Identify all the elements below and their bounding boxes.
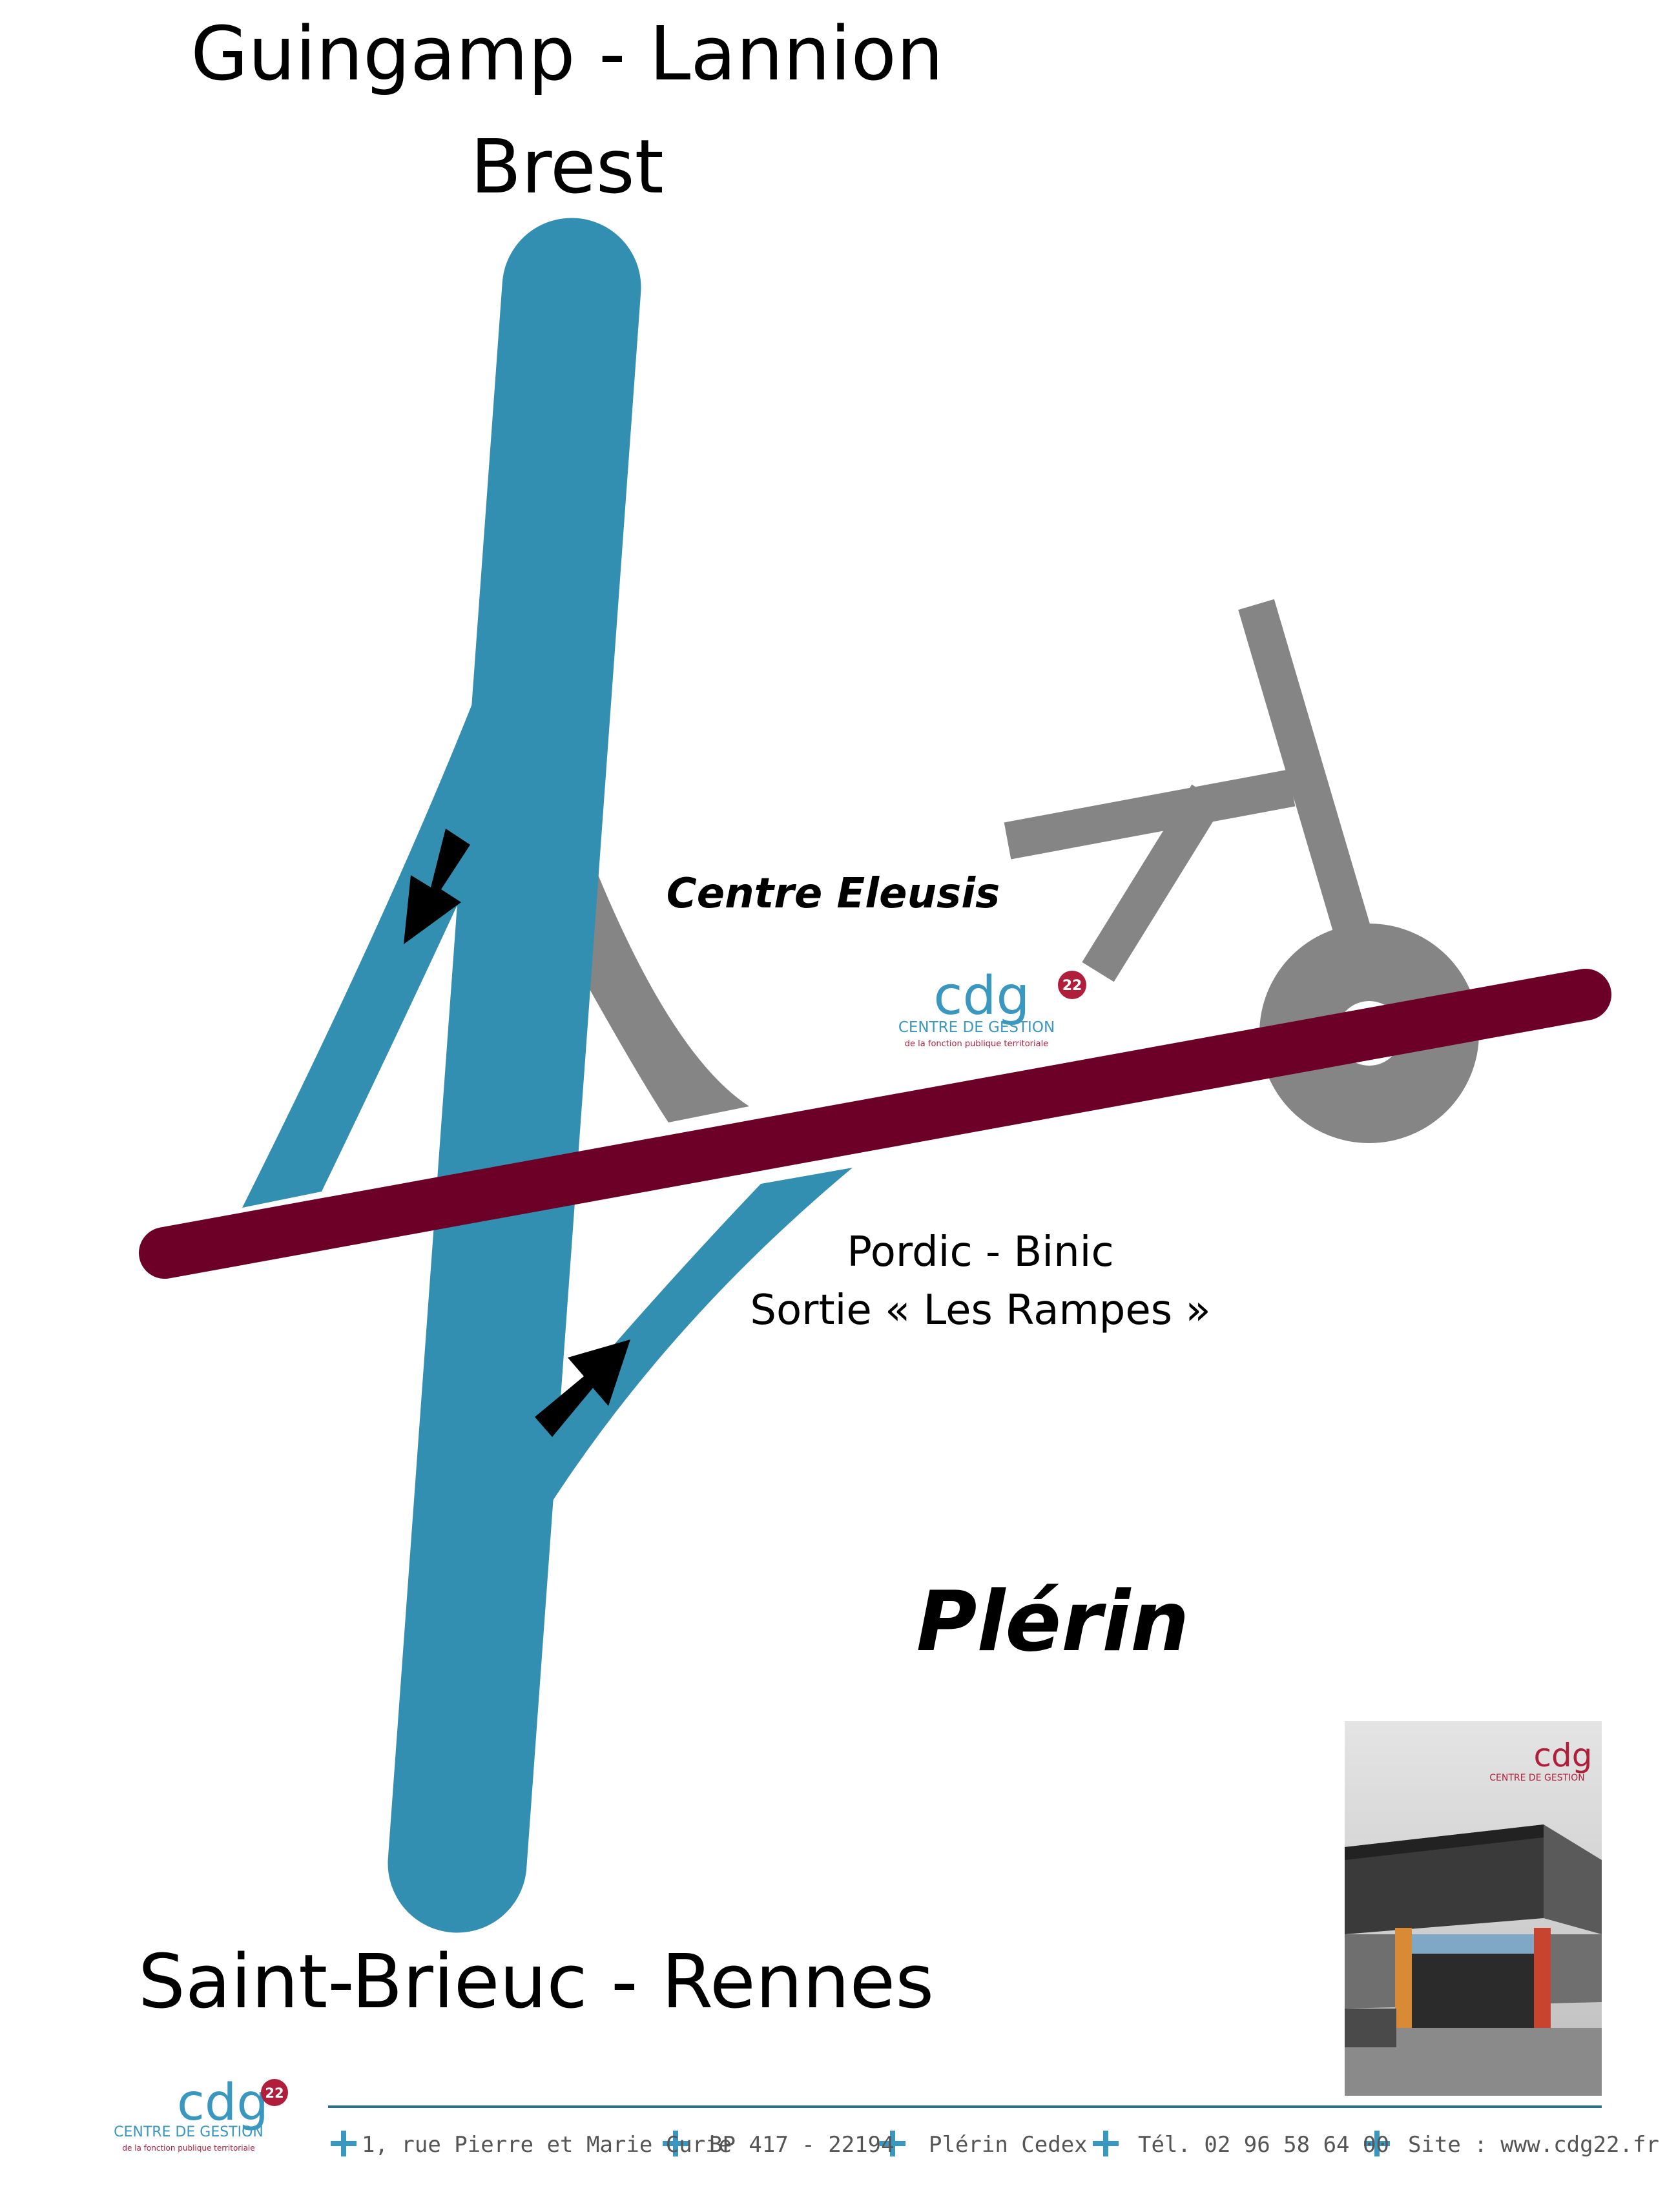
building-photo: cdg CENTRE DE GESTION bbox=[1345, 1721, 1602, 2096]
exit-label-line2: Sortie « Les Rampes » bbox=[750, 1287, 1210, 1334]
road-north-arm bbox=[1238, 599, 1371, 939]
footer-website: Site : www.cdg22.fr bbox=[1408, 2132, 1659, 2158]
bullet-cross-icon bbox=[331, 2131, 1390, 2156]
map-cdg22-logo: cdg 22 CENTRE DE GESTION de la fonction … bbox=[898, 966, 1086, 1049]
footer-logo-badge bbox=[261, 2079, 288, 2106]
centre-label: Centre Eleusis bbox=[667, 870, 1000, 918]
map-logo-number: 22 bbox=[1062, 978, 1082, 994]
road-diagonal bbox=[1082, 784, 1224, 982]
destination-north-line2: Brest bbox=[470, 124, 663, 211]
footer-cdg22-logo: cdg 22 CENTRE DE GESTION de la fonction … bbox=[114, 2074, 288, 2153]
destination-south: Saint-Brieuc - Rennes bbox=[138, 1939, 934, 2025]
footer-logo-line2: de la fonction publique territoriale bbox=[122, 2144, 254, 2153]
footer-logo-line1: CENTRE DE GESTION bbox=[114, 2124, 264, 2140]
main-road-rd786 bbox=[139, 969, 1611, 1279]
footer-address: 1, rue Pierre et Marie Curie bbox=[362, 2132, 732, 2158]
footer-city: Plérin Cedex bbox=[929, 2132, 1088, 2158]
map-logo-line2: de la fonction publique territoriale bbox=[905, 1039, 1048, 1049]
destination-north-line1: Guingamp - Lannion bbox=[191, 11, 943, 98]
footer-logo-letters: cdg bbox=[177, 2074, 269, 2132]
footer-phone: Tél. 02 96 58 64 00 bbox=[1138, 2132, 1389, 2158]
map-logo-badge bbox=[1058, 971, 1086, 999]
highway-slip-north bbox=[242, 698, 504, 1208]
photo-logo-line1: CENTRE DE GESTION bbox=[1489, 1773, 1585, 1783]
road-west-arm bbox=[1004, 769, 1296, 860]
highway-slip-south bbox=[544, 1168, 853, 1514]
footer: cdg 22 CENTRE DE GESTION de la fonction … bbox=[114, 2074, 1659, 2158]
photo-logo-letters: cdg bbox=[1534, 1737, 1593, 1774]
town-label: Plérin bbox=[916, 1574, 1190, 1670]
exit-label-line1: Pordic - Binic bbox=[847, 1228, 1113, 1276]
arrow-southwest-icon bbox=[404, 829, 470, 944]
footer-logo-number: 22 bbox=[265, 2085, 284, 2101]
highway-n12 bbox=[388, 218, 641, 1933]
local-roads bbox=[1004, 599, 1371, 982]
footer-postbox: BP 417 - 22194 bbox=[709, 2132, 895, 2158]
arrow-northeast-icon bbox=[535, 1339, 630, 1437]
map-logo-letters: cdg bbox=[933, 966, 1029, 1027]
map-logo-line1: CENTRE DE GESTION bbox=[898, 1019, 1055, 1036]
